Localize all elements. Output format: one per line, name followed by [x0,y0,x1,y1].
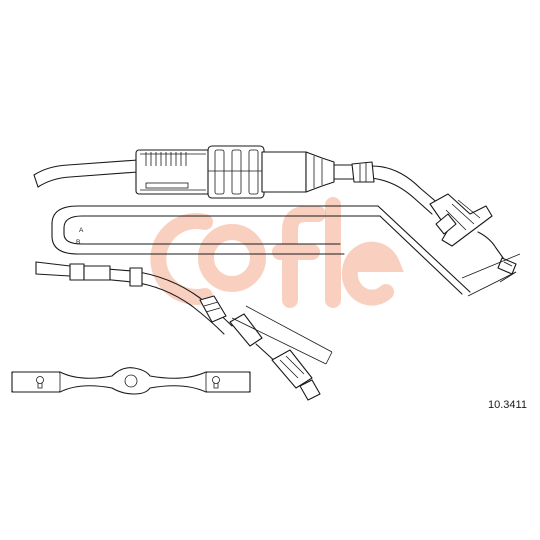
lower-sleeve [229,313,263,347]
lower-end-fitting [271,349,313,389]
mounting-bracket [11,367,251,395]
housing-left-block [135,149,211,195]
watermark-f [272,206,326,308]
grommet-body [429,193,493,247]
upper-cable [33,159,139,188]
inner-wire-right [477,231,507,263]
right-cable [333,161,441,215]
label-a: A [79,227,84,234]
upper-cable-line-1 [33,159,139,176]
routing-loop-outer [51,205,379,255]
wire-end-nipple-lower [299,379,321,401]
right-cable-line-2 [333,177,433,215]
lower-ferrule-2 [83,265,111,281]
adjuster-housing [135,145,335,199]
right-cable-ferrule [351,161,375,183]
watermark-logo [150,197,404,308]
routing-loop-inner [63,215,381,245]
upper-cable-cut-end [33,174,39,188]
seal-fitting [429,193,517,275]
lower-cable [35,261,333,401]
lower-ferrule-3 [129,267,143,287]
housing-collar [207,145,265,199]
housing-taper [305,151,335,193]
lower-ferrule-1 [69,263,85,281]
bracket-center-hole [124,374,138,388]
watermark-o [198,224,266,292]
routing-loop: A B [51,205,471,295]
bracket-keyhole-left [36,376,44,384]
right-cable-line-1 [333,164,441,206]
watermark-c [150,213,213,305]
housing-ribs [145,152,189,189]
upper-cable-line-2 [37,171,139,188]
wire-end-nipple-right [497,257,517,275]
bracket-keyhole-right [212,376,220,384]
bracket-plate [11,367,251,395]
label-b: B [76,239,80,246]
grommet-ring [435,213,457,235]
part-number: 10.3411 [488,399,527,411]
watermark-e [341,241,404,306]
lower-fitting-block [199,295,227,323]
dimension-right [461,253,521,297]
housing-sleeve [261,151,307,193]
